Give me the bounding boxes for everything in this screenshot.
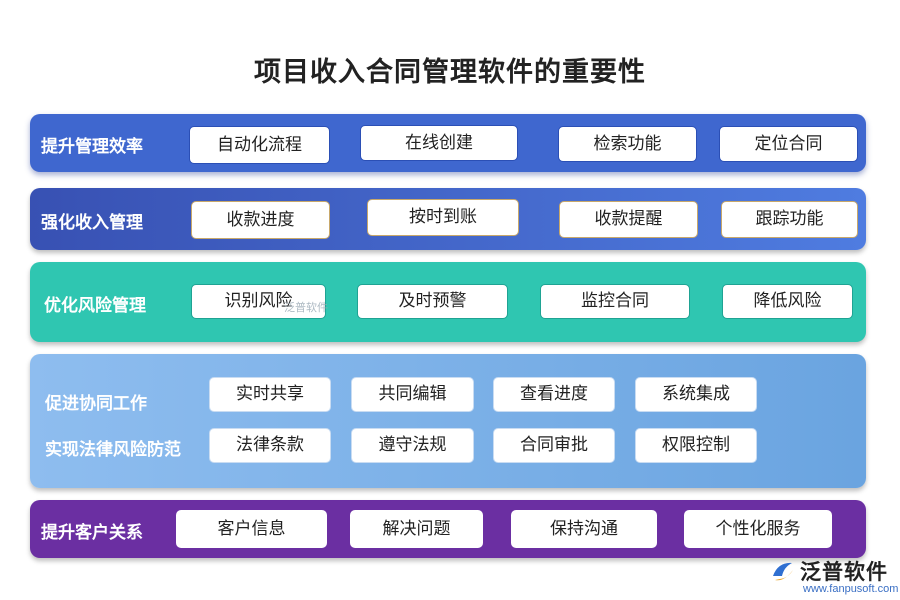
item-personalized-service: 个性化服务 xyxy=(684,510,832,548)
item-tracking: 跟踪功能 xyxy=(721,201,858,238)
item-payment-progress: 收款进度 xyxy=(191,201,330,239)
diagram-title: 项目收入合同管理软件的重要性 xyxy=(254,57,646,88)
item-online-create: 在线创建 xyxy=(360,125,518,161)
item-automation: 自动化流程 xyxy=(189,126,330,164)
item-customer-info: 客户信息 xyxy=(176,510,327,548)
logo-url: www.fanpusoft.com xyxy=(803,583,899,595)
item-system-integration: 系统集成 xyxy=(635,377,757,412)
logo-icon xyxy=(770,558,796,584)
item-legal-terms: 法律条款 xyxy=(209,428,331,463)
item-comply-regulations: 遵守法规 xyxy=(351,428,474,463)
band-efficiency: 提升管理效率 自动化流程 在线创建 检索功能 定位合同 xyxy=(30,114,866,172)
item-locate: 定位合同 xyxy=(719,126,858,162)
item-early-warning: 及时预警 xyxy=(357,284,508,319)
band-label-legal: 实现法律风险防范 xyxy=(45,440,181,460)
band-label-revenue: 强化收入管理 xyxy=(41,213,143,233)
item-contract-approval: 合同审批 xyxy=(493,428,615,463)
item-on-time: 按时到账 xyxy=(367,199,519,236)
brand-logo: 泛普软件 xyxy=(770,556,888,586)
item-solve-problems: 解决问题 xyxy=(350,510,483,548)
item-search: 检索功能 xyxy=(558,126,697,162)
band-label-efficiency: 提升管理效率 xyxy=(41,137,143,157)
band-customer: 提升客户关系 客户信息 解决问题 保持沟通 个性化服务 xyxy=(30,500,866,558)
watermark: 泛普软件 xyxy=(284,301,328,314)
logo-name: 泛普软件 xyxy=(800,560,888,584)
item-payment-reminder: 收款提醒 xyxy=(559,201,698,238)
item-co-edit: 共同编辑 xyxy=(351,377,474,412)
item-view-progress: 查看进度 xyxy=(493,377,615,412)
item-reduce-risk: 降低风险 xyxy=(722,284,853,319)
band-label-collaboration: 促进协同工作 xyxy=(45,394,147,414)
item-permission-control: 权限控制 xyxy=(635,428,757,463)
item-identify-risk: 识别风险 xyxy=(191,284,326,319)
item-keep-communication: 保持沟通 xyxy=(511,510,657,548)
band-revenue: 强化收入管理 收款进度 按时到账 收款提醒 跟踪功能 xyxy=(30,188,866,250)
band-label-risk: 优化风险管理 xyxy=(44,296,146,316)
band-label-customer: 提升客户关系 xyxy=(41,523,143,543)
band-risk: 优化风险管理 识别风险 及时预警 监控合同 降低风险 xyxy=(30,262,866,342)
item-monitor-contract: 监控合同 xyxy=(540,284,690,319)
item-realtime-share: 实时共享 xyxy=(209,377,331,412)
band-collaboration-legal: 促进协同工作 实现法律风险防范 实时共享 共同编辑 查看进度 系统集成 法律条款… xyxy=(30,354,866,488)
